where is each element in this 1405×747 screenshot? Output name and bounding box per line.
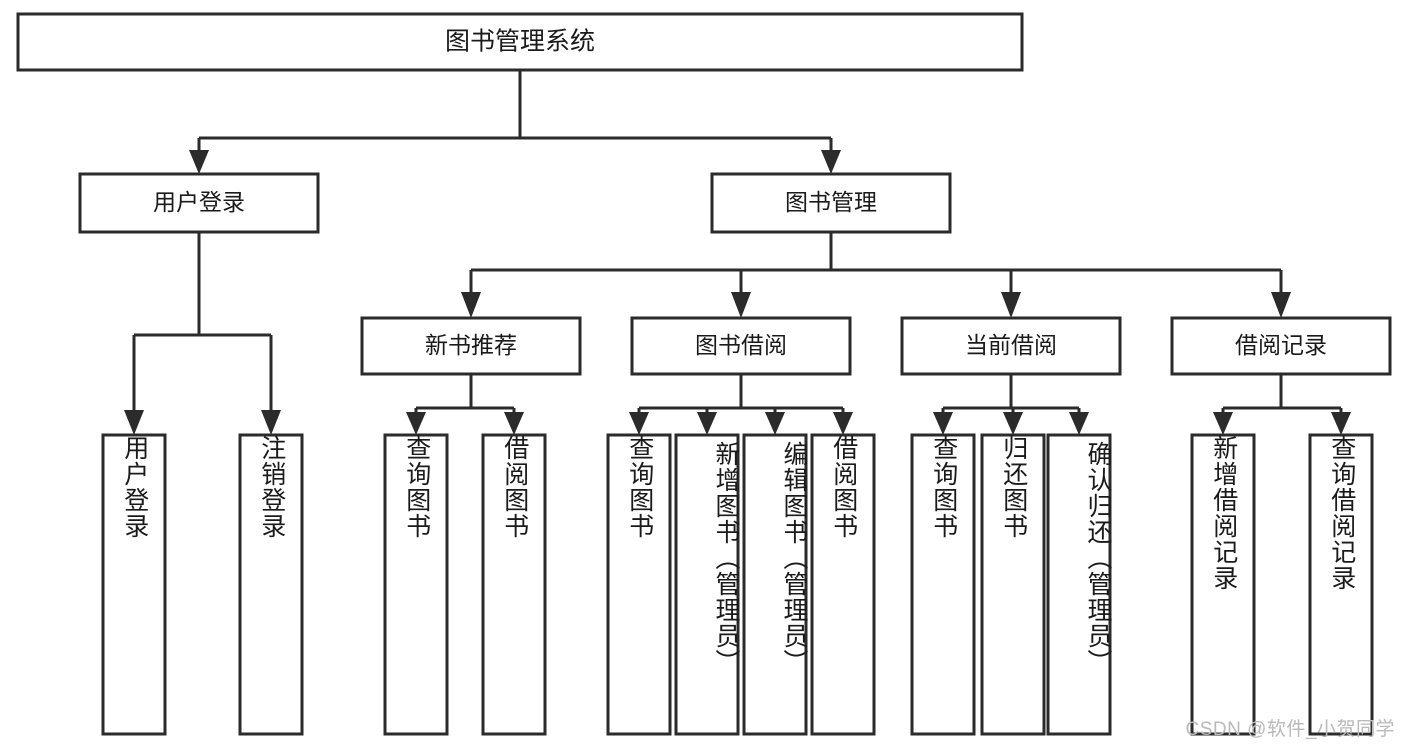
csdn-watermark: CSDN @软件_小贺同学 bbox=[1185, 719, 1395, 740]
arrowhead-leaf-query-book-2 bbox=[629, 412, 649, 435]
arrowhead-leaf-user-login bbox=[124, 410, 144, 435]
node-new-book-rec[interactable]: 新书推荐 bbox=[360, 316, 582, 376]
node-root[interactable]: 图书管理系统 bbox=[16, 12, 1024, 72]
arrowhead-new-book-rec bbox=[461, 292, 481, 318]
node-leaf-query-book-2-box[interactable] bbox=[606, 433, 672, 736]
node-borrow-record-label: 借阅记录 bbox=[1235, 332, 1327, 358]
node-current-borrow-box[interactable] bbox=[900, 316, 1122, 376]
arrowhead-leaf-query-record bbox=[1331, 412, 1351, 435]
arrowhead-borrow-record bbox=[1271, 292, 1291, 318]
node-leaf-borrow-book-2-box[interactable] bbox=[810, 433, 876, 736]
arrowhead-book-manage bbox=[821, 150, 841, 174]
node-book-manage-label: 图书管理 bbox=[785, 189, 877, 215]
node-book-borrow-label: 图书借阅 bbox=[695, 332, 787, 358]
arrowhead-book-borrow bbox=[731, 292, 751, 318]
node-new-book-rec-box[interactable] bbox=[360, 316, 582, 376]
node-leaf-user-login-box[interactable] bbox=[101, 433, 167, 736]
node-leaf-return-book-box[interactable] bbox=[980, 433, 1046, 736]
node-user-login[interactable]: 用户登录 bbox=[78, 172, 320, 234]
node-leaf-query-book-3-box[interactable] bbox=[910, 433, 976, 736]
node-book-borrow[interactable]: 图书借阅 bbox=[630, 316, 852, 376]
node-root-box[interactable] bbox=[16, 12, 1024, 72]
arrowhead-leaf-logout bbox=[261, 410, 281, 435]
arrowhead-leaf-edit-book bbox=[765, 412, 785, 435]
node-leaf-query-record-box[interactable] bbox=[1308, 433, 1374, 736]
node-leaf-edit-book-box[interactable] bbox=[742, 433, 808, 736]
node-book-manage[interactable]: 图书管理 bbox=[710, 172, 952, 234]
arrowhead-leaf-query-book-1 bbox=[406, 412, 426, 435]
arrowhead-leaf-return-book bbox=[1003, 412, 1023, 435]
node-leaf-add-record-box[interactable] bbox=[1190, 433, 1256, 736]
node-leaf-borrow-book-1-box[interactable] bbox=[481, 433, 547, 736]
node-user-login-box[interactable] bbox=[78, 172, 320, 234]
node-borrow-record[interactable]: 借阅记录 bbox=[1170, 316, 1392, 376]
arrowhead-leaf-borrow-book-1 bbox=[504, 412, 524, 435]
node-borrow-record-box[interactable] bbox=[1170, 316, 1392, 376]
node-book-borrow-box[interactable] bbox=[630, 316, 852, 376]
arrowhead-current-borrow bbox=[1001, 292, 1021, 318]
node-root-label: 图书管理系统 bbox=[445, 28, 595, 56]
node-user-login-label: 用户登录 bbox=[153, 189, 245, 215]
arrowhead-user-login bbox=[189, 150, 209, 174]
node-book-manage-box[interactable] bbox=[710, 172, 952, 234]
leaf-box-group bbox=[101, 433, 1374, 736]
node-current-borrow-label: 当前借阅 bbox=[965, 332, 1057, 358]
node-new-book-rec-label: 新书推荐 bbox=[425, 332, 517, 358]
arrowhead-leaf-add-record bbox=[1213, 412, 1233, 435]
node-leaf-logout-box[interactable] bbox=[238, 433, 304, 736]
arrowhead-leaf-confirm-return bbox=[1069, 412, 1089, 435]
arrowhead-leaf-add-book bbox=[697, 412, 717, 435]
node-leaf-add-book-box[interactable] bbox=[674, 433, 740, 736]
node-leaf-query-book-1-box[interactable] bbox=[383, 433, 449, 736]
node-current-borrow[interactable]: 当前借阅 bbox=[900, 316, 1122, 376]
connector-group bbox=[124, 70, 1351, 435]
node-leaf-confirm-return-box[interactable] bbox=[1046, 433, 1112, 736]
arrowhead-leaf-query-book-3 bbox=[933, 412, 953, 435]
arrowhead-leaf-borrow-book-2 bbox=[833, 412, 853, 435]
